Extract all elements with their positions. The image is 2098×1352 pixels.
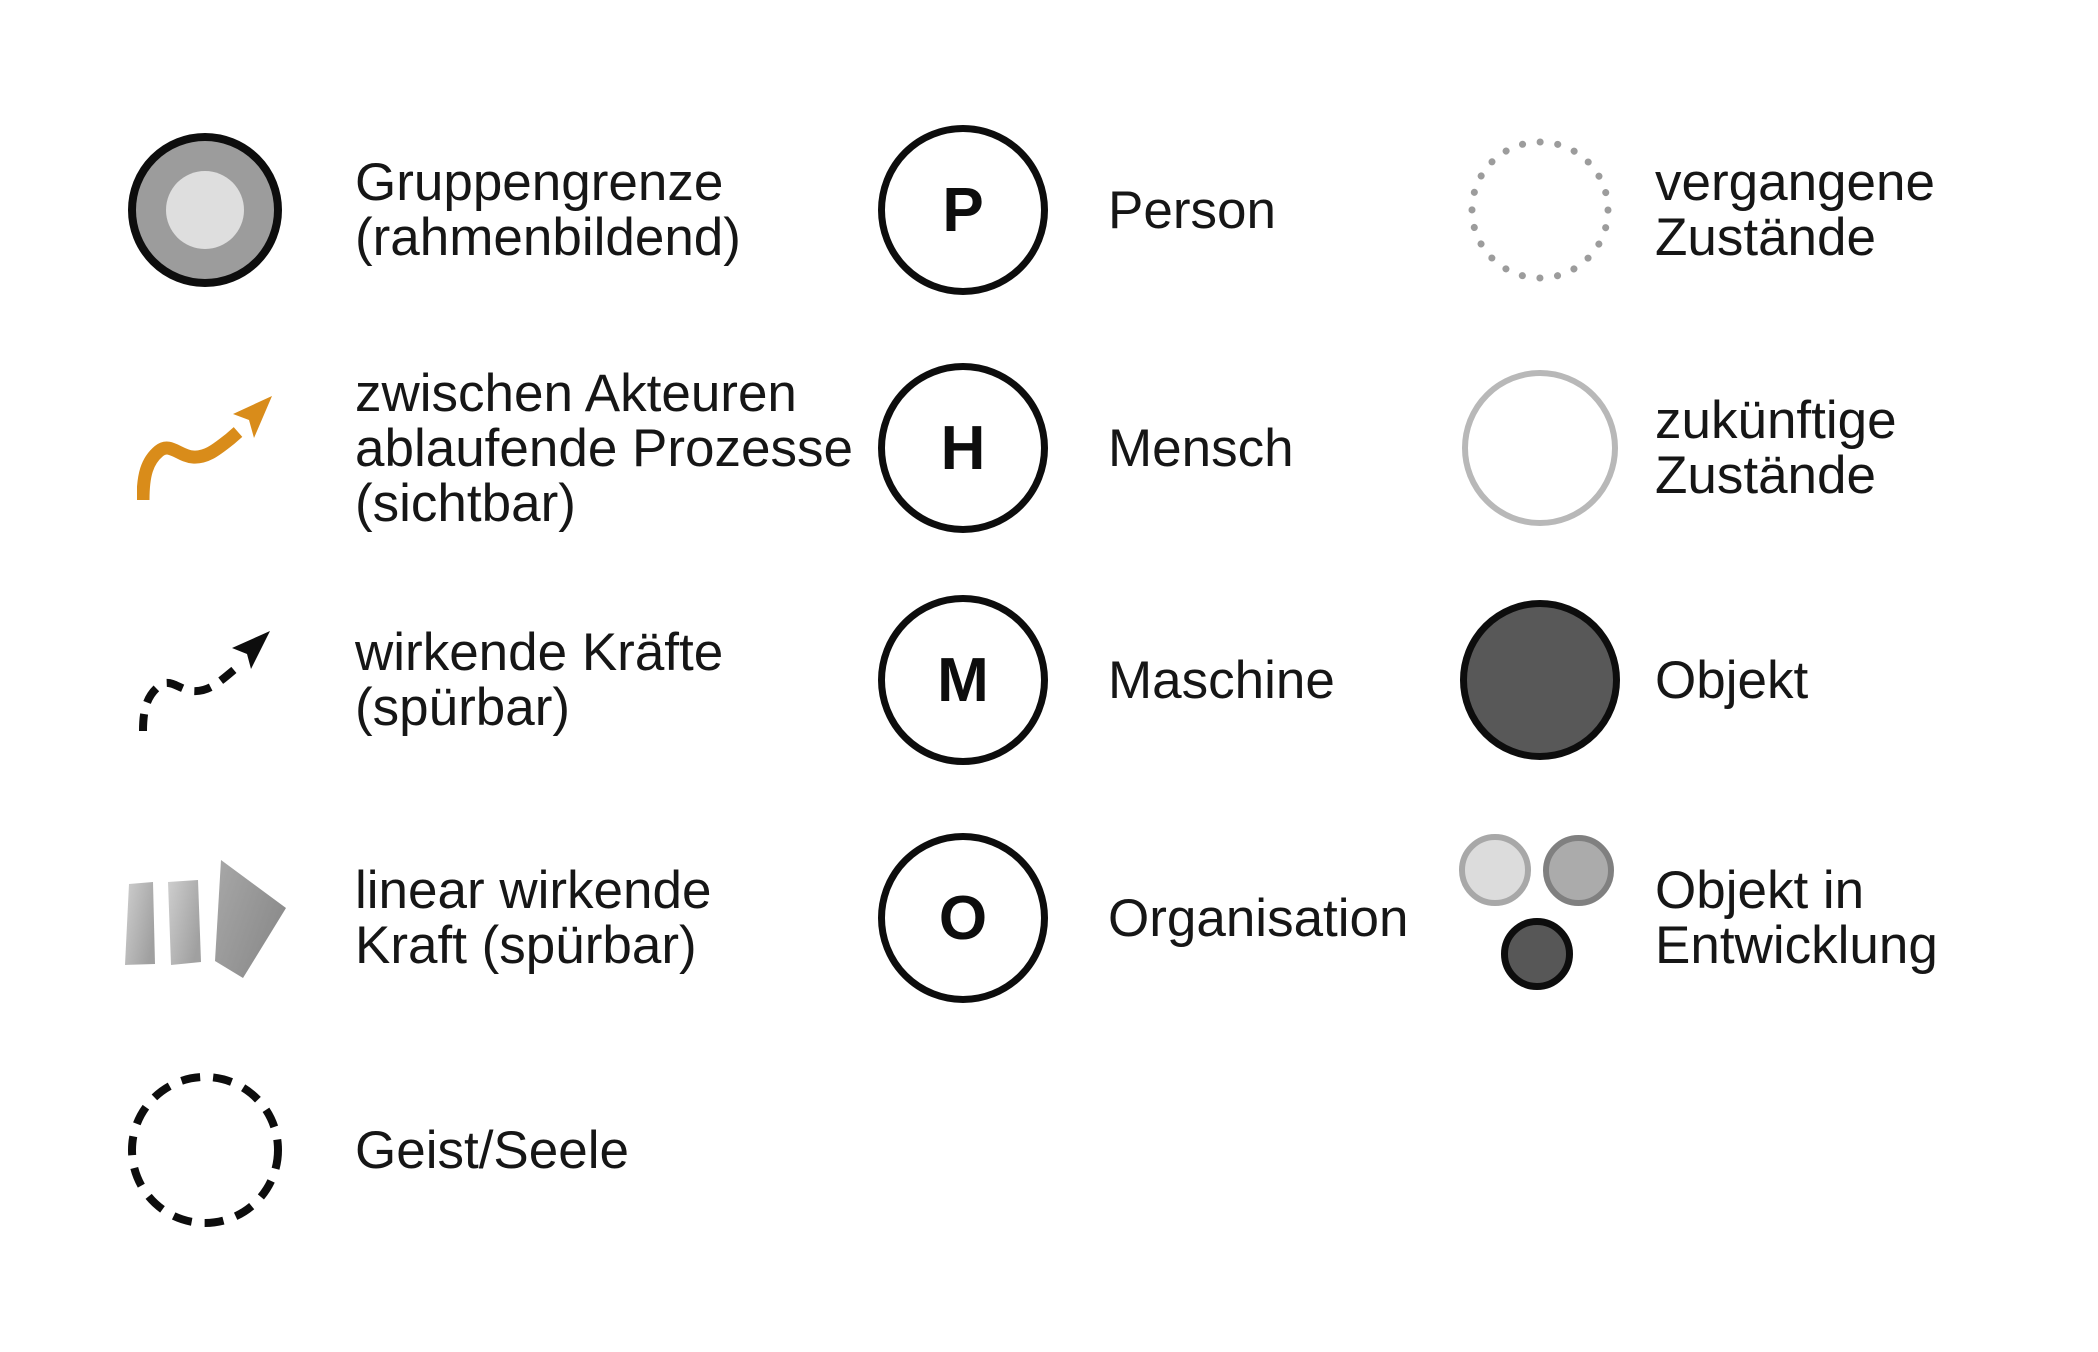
- legend-item-lineare-kraft: linear wirkende Kraft (spürbar): [95, 800, 711, 1036]
- legend-label-maschine: Maschine: [1108, 650, 1335, 710]
- legend-label-objekt-entwicklung: Objekt in Entwicklung: [1655, 861, 1938, 975]
- legend-item-vergangene-zustaende: vergangene Zustände: [1455, 92, 1935, 328]
- organisation-circle-icon: O: [878, 833, 1048, 1003]
- dashed-circle: [128, 1073, 282, 1227]
- legend-label-gruppengrenze: Gruppengrenze (rahmenbildend): [355, 153, 741, 267]
- actor-letter-o: O: [938, 883, 988, 953]
- cluster-medium-circle: [1543, 835, 1614, 906]
- maschine-circle-icon: M: [878, 595, 1048, 765]
- legend-item-person: P Person: [878, 92, 1276, 328]
- legend-label-objekt: Objekt: [1655, 650, 1809, 710]
- legend-label-person: Person: [1108, 180, 1276, 240]
- future-states-icon: [1455, 370, 1625, 526]
- dotted-circle: [1468, 138, 1612, 282]
- light-outline-circle: [1462, 370, 1618, 526]
- dashed-wavy-arrow: [139, 631, 270, 732]
- actor-letter-m: M: [937, 645, 989, 715]
- cluster-dark-circle: [1501, 918, 1573, 990]
- legend-label-vergangene: vergangene Zustände: [1655, 153, 1935, 267]
- orange-wavy-arrow: [137, 396, 272, 501]
- actor-circle-p: P: [878, 125, 1048, 295]
- mensch-circle-icon: H: [878, 363, 1048, 533]
- legend-label-zukuenftige: zukünftige Zustände: [1655, 391, 1897, 505]
- legend-item-organisation: O Organisation: [878, 800, 1409, 1036]
- actor-letter-p: P: [942, 175, 984, 245]
- object-development-icon: [1455, 828, 1625, 1008]
- group-boundary-outer-circle: [128, 133, 282, 287]
- legend-label-kraefte: wirkende Kräfte (spürbar): [355, 623, 724, 737]
- dark-filled-circle: [1460, 600, 1620, 760]
- process-arrow-icon: [95, 393, 315, 503]
- legend-item-prozesse: zwischen Akteuren ablaufende Prozesse (s…: [95, 330, 853, 566]
- object-icon: [1455, 600, 1625, 760]
- spirit-circle-icon: [95, 1070, 315, 1230]
- legend-item-maschine: M Maschine: [878, 562, 1335, 798]
- linear-force-icon: [95, 856, 315, 980]
- group-boundary-inner-circle: [166, 171, 244, 249]
- legend-item-objekt-in-entwicklung: Objekt in Entwicklung: [1455, 800, 1938, 1036]
- legend-label-prozesse: zwischen Akteuren ablaufende Prozesse (s…: [355, 363, 853, 533]
- legend-label-mensch: Mensch: [1108, 418, 1294, 478]
- segmented-block-arrow: [124, 860, 286, 978]
- three-circle-cluster: [1457, 828, 1623, 1008]
- cluster-light-circle: [1459, 834, 1531, 906]
- past-states-icon: [1455, 135, 1625, 285]
- force-arrow-icon: [95, 626, 315, 734]
- actor-circle-o: O: [878, 833, 1048, 1003]
- legend-item-zukuenftige-zustaende: zukünftige Zustände: [1455, 330, 1897, 566]
- legend-label-organisation: Organisation: [1108, 888, 1409, 948]
- legend-item-objekt: Objekt: [1455, 562, 1808, 798]
- legend-item-kraefte: wirkende Kräfte (spürbar): [95, 562, 723, 798]
- actor-circle-h: H: [878, 363, 1048, 533]
- legend-item-mensch: H Mensch: [878, 330, 1294, 566]
- group-boundary-icon: [95, 133, 315, 287]
- legend-item-geist-seele: Geist/Seele: [95, 1032, 629, 1268]
- actor-letter-h: H: [940, 413, 986, 483]
- legend-label-lineare-kraft: linear wirkende Kraft (spürbar): [355, 861, 712, 975]
- person-circle-icon: P: [878, 125, 1048, 295]
- legend-label-geist-seele: Geist/Seele: [355, 1120, 629, 1180]
- actor-circle-m: M: [878, 595, 1048, 765]
- legend-item-gruppengrenze: Gruppengrenze (rahmenbildend): [95, 92, 741, 328]
